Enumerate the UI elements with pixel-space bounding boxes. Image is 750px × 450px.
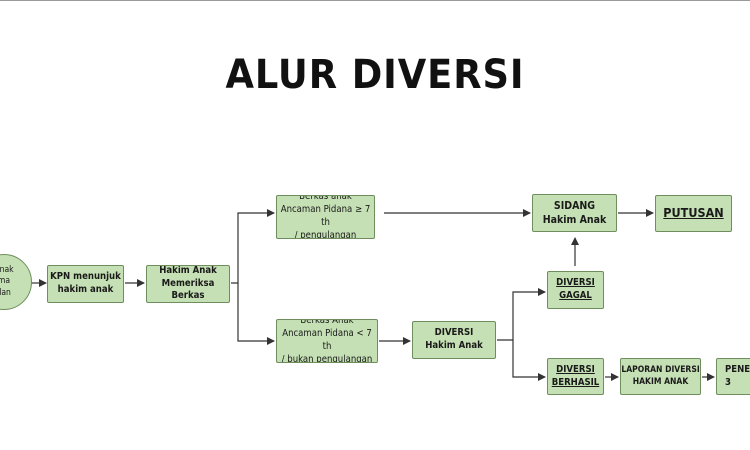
top-border-line [0, 0, 750, 1]
node-berkas-bawah: Berkas Anak Ancaman Pidana < 7 th / buka… [276, 319, 378, 363]
page-title: ALUR DIVERSI [225, 52, 525, 98]
node-sidang: SIDANG Hakim Anak [532, 194, 617, 232]
node-diversi-hakim: DIVERSI Hakim Anak [412, 321, 496, 359]
node-laporan-diversi: LAPORAN DIVERSI HAKIM ANAK [620, 358, 701, 395]
node-kpn-menunjuk: KPN menunjuk hakim anak [47, 265, 124, 303]
node-putusan: PUTUSAN [655, 195, 732, 232]
arrow-diversi-berhasil [512, 340, 546, 381]
node-diversi-gagal: DIVERSI GAGAL [547, 271, 604, 309]
node-berkas-atas: Berkas anak Ancaman Pidana ≥ 7 th / peng… [276, 195, 375, 239]
arrow-hakim-berkas-atas [231, 209, 275, 284]
node-diversi-berhasil: DIVERSI BERHASIL [547, 358, 604, 395]
node-hakim-memeriksa: Hakim Anak Memeriksa Berkas [146, 265, 230, 303]
arrow-diversi-gagal [497, 288, 546, 341]
arrow-hakim-berkas-bawah [237, 283, 275, 345]
node-penetapan: PENET 3 [716, 358, 750, 395]
